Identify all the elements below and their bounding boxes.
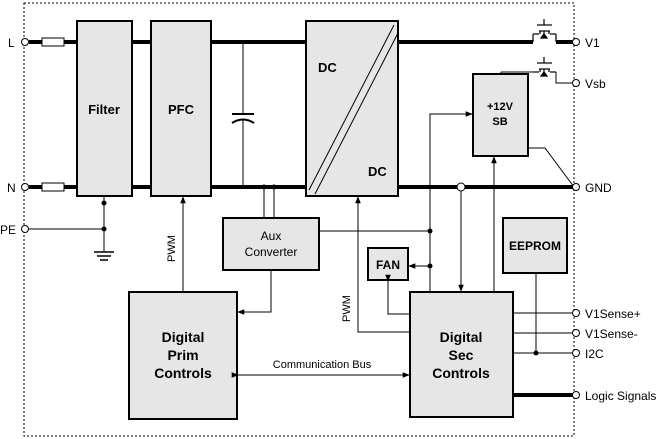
terminal-gnd — [572, 183, 580, 191]
digital-sec-controls-block: Digital Sec Controls — [409, 291, 514, 418]
input-label-pe: PE — [0, 223, 16, 237]
terminal-pe — [21, 225, 29, 233]
standby-label-2: SB — [492, 116, 507, 128]
terminal-vsb — [572, 79, 580, 87]
terminal-i2c — [572, 349, 580, 357]
terminal-n — [21, 183, 29, 191]
power-buses — [29, 40, 574, 397]
dc-dc-block: DC DC — [305, 20, 399, 197]
output-label-logic: Logic Signals — [585, 389, 656, 403]
aux-label-1: Aux — [261, 229, 282, 243]
eeprom-label: EEPROM — [509, 239, 561, 253]
output-label-v1sense-neg: V1Sense- — [585, 327, 638, 341]
fan-block: FAN — [367, 247, 409, 281]
aux-converter-block: Aux Converter — [222, 217, 320, 271]
input-label-l: L — [8, 36, 15, 50]
terminal-v1sense-neg — [572, 329, 580, 337]
pfc-block: PFC — [150, 20, 212, 197]
earth-ground — [29, 196, 114, 261]
pfc-label: PFC — [168, 102, 195, 117]
prim-label-1: Digital — [162, 329, 205, 345]
standby-converter-block: +12V SB — [472, 73, 529, 157]
standby-label-1: +12V — [487, 101, 514, 113]
input-label-n: N — [7, 181, 16, 195]
dc-top-label: DC — [318, 60, 337, 75]
sec-label-3: Controls — [432, 365, 490, 381]
sec-label-2: Sec — [449, 347, 474, 363]
terminal-l — [21, 38, 29, 46]
ground-crossover — [456, 182, 466, 192]
fuse-l — [41, 37, 65, 47]
prim-label-2: Prim — [167, 347, 198, 363]
sec-label-1: Digital — [440, 329, 483, 345]
capacitor — [231, 42, 255, 187]
v1-output-switch — [532, 19, 557, 42]
fan-label: FAN — [376, 258, 400, 272]
prim-label-3: Controls — [154, 365, 212, 381]
terminal-v1 — [572, 38, 580, 46]
terminal-logic — [572, 391, 580, 399]
dc-bottom-label: DC — [368, 164, 387, 179]
digital-prim-controls-block: Digital Prim Controls — [128, 291, 238, 420]
terminal-v1sense-pos — [572, 309, 580, 317]
filter-label: Filter — [88, 102, 120, 117]
enclosure-boundary — [23, 2, 575, 437]
eeprom-block: EEPROM — [502, 217, 568, 274]
output-label-v1sense-pos: V1Sense+ — [585, 307, 641, 321]
fuse-n — [41, 182, 65, 192]
signal-wiring — [180, 111, 575, 378]
output-label-gnd: GND — [585, 181, 612, 195]
aux-label-2: Converter — [245, 245, 298, 259]
output-label-i2c: I2C — [585, 347, 604, 361]
pwm-sec-label: PWM — [341, 295, 353, 322]
communication-bus-label: Communication Bus — [273, 359, 372, 371]
vsb-output-switch — [533, 57, 556, 77]
pwm-prim-label: PWM — [166, 235, 178, 262]
output-label-vsb: Vsb — [585, 77, 606, 91]
filter-block: Filter — [76, 20, 133, 197]
output-label-v1: V1 — [585, 36, 600, 50]
